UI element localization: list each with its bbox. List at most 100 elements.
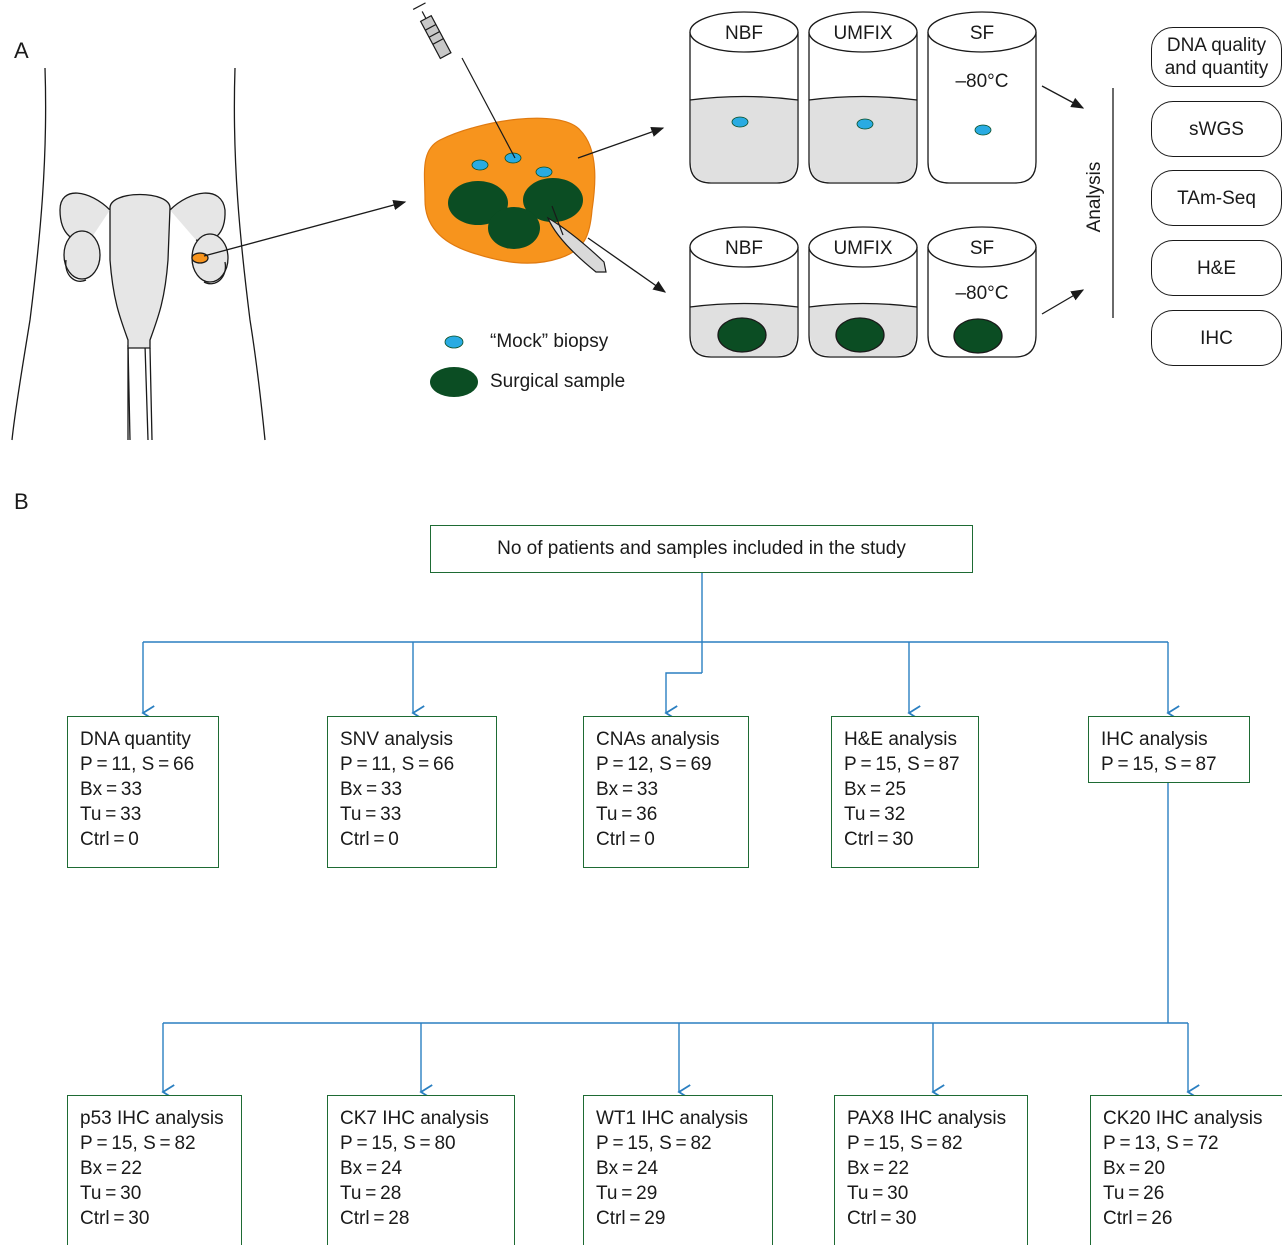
jar-label: UMFIX [833,238,892,259]
box-line: Bx = 33 [80,779,143,800]
analysis-line: H&E [1196,257,1237,279]
analysis-ihc: IHC [1151,310,1282,366]
box-line: P = 15, S = 82 [596,1133,712,1154]
analysis-line: DNA quality [1166,35,1267,56]
jar-temperature: –80°C [955,71,1008,92]
box-line: P = 15, S = 82 [847,1133,963,1154]
jar-label: SF [970,23,994,44]
box-line: P = 12, S = 69 [596,754,712,775]
box-line: Ctrl = 0 [596,829,655,850]
box-line: P = 15, S = 82 [80,1133,196,1154]
box-line: Ctrl = 28 [340,1208,410,1229]
box-line: Ctrl = 29 [596,1208,666,1229]
box-line: Tu = 29 [596,1183,658,1204]
legend-mock-biopsy: “Mock” biopsy [490,331,609,352]
box-line: H&E analysis [844,729,957,750]
root-box-label: No of patients and samples included in t… [497,538,906,559]
jar-temperature: –80°C [955,283,1008,304]
box-cnas-analysis: CNAs analysis P = 12, S = 69 Bx = 33 Tu … [583,716,749,868]
box-ck7-ihc: CK7 IHC analysis P = 15, S = 80 Bx = 24 … [327,1095,515,1245]
box-line: P = 11, S = 66 [340,754,455,775]
box-line: Ctrl = 0 [340,829,399,850]
jars-top-row [689,11,1037,184]
jar-umfix-top [808,11,918,184]
box-line: Bx = 20 [1103,1158,1166,1179]
root-box: No of patients and samples included in t… [430,525,973,573]
box-line: Tu = 26 [1103,1183,1165,1204]
surgical-sample-marker [488,207,540,249]
box-line: Bx = 24 [596,1158,659,1179]
box-he-analysis: H&E analysis P = 15, S = 87 Bx = 25 Tu =… [831,716,979,868]
arrow-to-biopsy-jars [577,126,665,159]
box-line: Tu = 33 [80,804,142,825]
legend-surgical-sample: Surgical sample [490,371,626,392]
analysis-line: IHC [1200,327,1233,349]
analysis-swgs: sWGS [1151,101,1282,157]
box-line: Tu = 32 [844,804,906,825]
surgical-sample-marker [448,181,508,225]
jar-sf-bottom [927,226,1037,358]
box-ihc-analysis: IHC analysis P = 15, S = 87 [1088,716,1250,783]
box-line: PAX8 IHC analysis [847,1108,1007,1129]
scalpel-icon [546,205,607,273]
box-line: Ctrl = 0 [80,829,139,850]
box-line: P = 15, S = 80 [340,1133,456,1154]
jar-umfix-bottom [808,226,918,358]
ovary-tumor-highlight [191,252,209,264]
analysis-label: Analysis [1084,162,1105,233]
box-line: P = 15, S = 87 [1101,754,1217,775]
box-line: Tu = 36 [596,804,658,825]
analysis-tam-seq: TAm-Seq [1151,170,1282,226]
flowchart-connectors [143,572,1188,1092]
box-line: Tu = 30 [80,1183,142,1204]
arrow-ovary-to-tissue [203,200,407,257]
mock-biopsy-marker [471,159,489,171]
box-line: Bx = 24 [340,1158,403,1179]
jar-nbf-top [689,11,799,184]
box-line: Bx = 33 [340,779,403,800]
box-line: Tu = 28 [340,1183,402,1204]
box-line: Bx = 25 [844,779,907,800]
uterus-illustration [59,192,229,441]
box-line: WT1 IHC analysis [596,1108,749,1129]
box-line: CNAs analysis [596,729,720,750]
box-line: CK20 IHC analysis [1103,1108,1263,1129]
panel-label-b: B [14,489,29,514]
jars-bottom-row [689,226,1037,358]
box-pax8-ihc: PAX8 IHC analysis P = 15, S = 82 Bx = 22… [834,1095,1028,1245]
box-snv-analysis: SNV analysis P = 11, S = 66 Bx = 33 Tu =… [327,716,497,868]
jar-label: UMFIX [833,23,892,44]
analysis-line: sWGS [1189,118,1244,140]
box-p53-ihc: p53 IHC analysis P = 15, S = 82 Bx = 22 … [67,1095,242,1245]
jar-nbf-bottom [689,226,799,358]
box-line: Bx = 22 [80,1158,143,1179]
jar-sf-top [927,11,1037,184]
syringe-icon [412,2,516,159]
box-wt1-ihc: WT1 IHC analysis P = 15, S = 82 Bx = 24 … [583,1095,773,1245]
box-line: P = 15, S = 87 [844,754,960,775]
box-line: Tu = 30 [847,1183,909,1204]
box-line: Ctrl = 30 [844,829,914,850]
box-ck20-ihc: CK20 IHC analysis P = 13, S = 72 Bx = 20… [1090,1095,1282,1245]
arrow-to-surgical-jars [587,237,667,293]
box-line: CK7 IHC analysis [340,1108,489,1129]
analysis-line: and quantity [1164,58,1269,79]
box-line: P = 13, S = 72 [1103,1133,1219,1154]
box-line: Ctrl = 30 [80,1208,150,1229]
jar-label: SF [970,238,994,259]
legend-biopsy-swatch [444,335,464,349]
arrow-to-analysis [1041,85,1085,109]
legend-surgical-swatch [430,367,478,397]
box-line: p53 IHC analysis [80,1108,224,1129]
box-line: Ctrl = 30 [847,1208,917,1229]
jar-label: NBF [725,238,763,259]
box-dna-quantity: DNA quantity P = 11, S = 66 Bx = 33 Tu =… [67,716,219,868]
box-line: P = 11, S = 66 [80,754,195,775]
arrow-to-analysis [1041,289,1085,315]
analysis-line: TAm-Seq [1177,187,1256,209]
box-line: Bx = 33 [596,779,659,800]
box-line: IHC analysis [1101,729,1208,750]
box-line: DNA quantity [80,729,191,750]
